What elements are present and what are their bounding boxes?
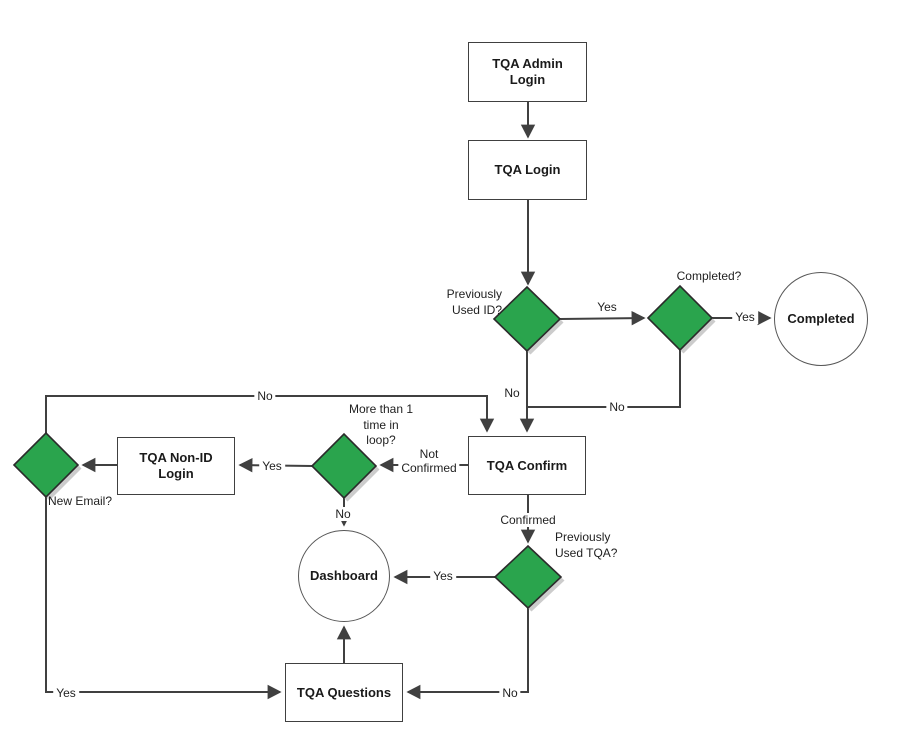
edge-id-yes-to-completed-q	[559, 310, 646, 326]
node-label: Completed	[787, 311, 855, 326]
edge-label-tqa-yes: Yes	[430, 569, 456, 583]
node-tqa-questions[interactable]: TQA Questions	[285, 663, 403, 722]
node-label: TQA Questions	[296, 684, 392, 700]
decision-more-than-one-loop[interactable]	[310, 432, 378, 500]
decision-previously-used-tqa[interactable]	[493, 544, 563, 610]
edge-label-id-no: No	[501, 386, 523, 400]
decision-new-email[interactable]	[12, 431, 80, 499]
edge-label-tqa-no: No	[499, 686, 521, 700]
edge-label-completed-no: No	[606, 400, 628, 414]
edge-new-email-yes-to-tqa-questions	[45, 497, 282, 700]
decision-label-previously-used-tqa: Previously Used TQA?	[555, 530, 618, 560]
edge-label-id-yes: Yes	[594, 300, 620, 314]
edge-label-completed-yes: Yes	[732, 310, 758, 324]
edge-label-new-email-no: No	[254, 389, 276, 403]
node-label: Dashboard	[310, 568, 378, 583]
decision-previously-used-id[interactable]	[492, 285, 562, 353]
decision-label-previously-used-id: Previously Used ID?	[446, 287, 502, 317]
decision-label-completed: Completed?	[676, 269, 742, 283]
edge-label-loop-yes: Yes	[259, 459, 285, 473]
edge-label-not-confirmed: Not Confirmed	[398, 447, 460, 475]
edge-label-confirmed: Confirmed	[497, 513, 559, 527]
node-label: TQA Login	[494, 162, 561, 177]
edge-label-new-email-yes: Yes	[53, 686, 79, 700]
decision-label-more-than-one-loop: More than 1 time in loop?	[348, 402, 414, 447]
edge-completed-no-to-tqa-confirm	[528, 350, 681, 408]
edge-tqa-no-to-tqa-questions	[406, 608, 529, 700]
decision-completed[interactable]	[646, 284, 714, 352]
node-label: TQA Confirm	[486, 457, 568, 473]
node-tqa-admin-login[interactable]: TQA Admin Login	[468, 42, 587, 102]
node-label: TQA Admin Login	[492, 56, 563, 87]
node-tqa-confirm[interactable]: TQA Confirm	[468, 436, 586, 495]
node-tqa-non-id-login[interactable]: TQA Non-ID Login	[117, 437, 235, 495]
node-completed[interactable]: Completed	[774, 272, 868, 366]
edge-label-loop-no: No	[332, 507, 354, 521]
node-dashboard[interactable]: Dashboard	[298, 530, 390, 622]
node-label: TQA Non-ID Login	[139, 450, 213, 481]
decision-label-new-email: New Email?	[48, 494, 113, 508]
node-tqa-login[interactable]: TQA Login	[468, 140, 587, 200]
